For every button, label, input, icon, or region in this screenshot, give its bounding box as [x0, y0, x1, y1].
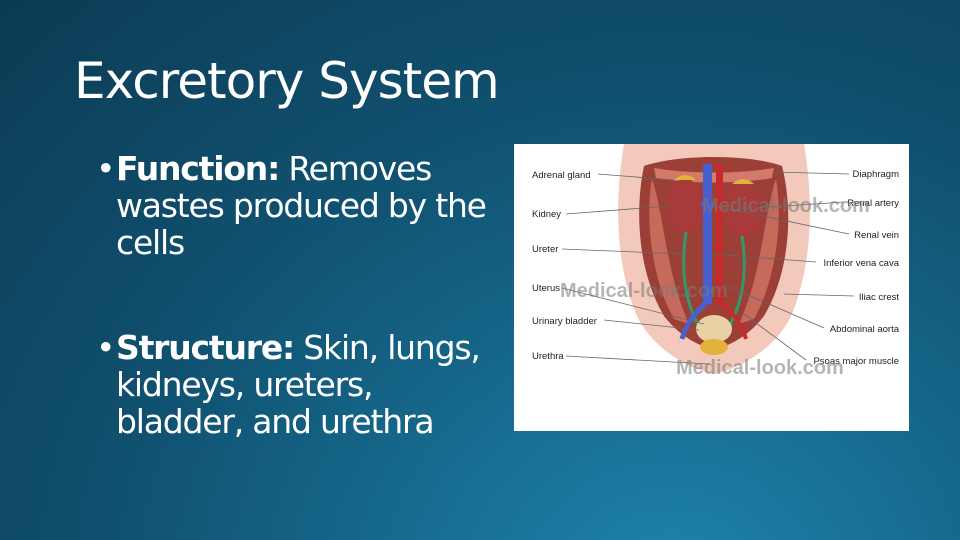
label-iliac-crest: Iliac crest	[859, 292, 899, 303]
label-urethra: Urethra	[532, 351, 564, 362]
label-abdominal-aorta: Abdominal aorta	[830, 324, 900, 335]
watermark: Medical-look.com	[702, 195, 870, 217]
slide-title: Excretory System	[74, 52, 500, 110]
label-adrenal-gland: Adrenal gland	[532, 170, 591, 181]
bullet-function: • Function: Removes wastes produced by t…	[96, 149, 487, 262]
label-uterus: Uterus	[532, 283, 560, 294]
watermark: Medical-look.com	[676, 357, 844, 379]
label-renal-vein: Renal vein	[854, 230, 899, 241]
bullet-text: Removes wastes produced by the cells	[116, 149, 487, 262]
anatomy-figure: Adrenal gland Kidney Ureter Uterus Urina…	[514, 144, 909, 431]
bullet-dot: •	[96, 328, 115, 367]
watermark: Medical-look.com	[560, 280, 728, 302]
bullet-label: Function:	[116, 149, 280, 188]
label-psoas-major-muscle: Psoas major muscle	[813, 356, 899, 367]
label-diaphragm: Diaphragm	[853, 169, 900, 180]
bullet-dot: •	[96, 149, 115, 188]
label-ureter: Ureter	[532, 244, 558, 255]
bullet-text: Skin, lungs, kidneys, ureters, bladder, …	[116, 328, 481, 441]
label-renal-artery: Renal artery	[847, 198, 899, 209]
anatomy-illustration: Adrenal gland Kidney Ureter Uterus Urina…	[532, 144, 900, 379]
label-urinary-bladder: Urinary bladder	[532, 316, 597, 327]
bullet-structure: • Structure: Skin, lungs, kidneys, urete…	[96, 329, 486, 440]
bullet-label: Structure:	[116, 328, 295, 367]
bullet-list: • Function: Removes wastes produced by t…	[96, 149, 487, 440]
label-inferior-vena-cava: Inferior vena cava	[823, 258, 899, 269]
label-kidney: Kidney	[532, 209, 561, 220]
